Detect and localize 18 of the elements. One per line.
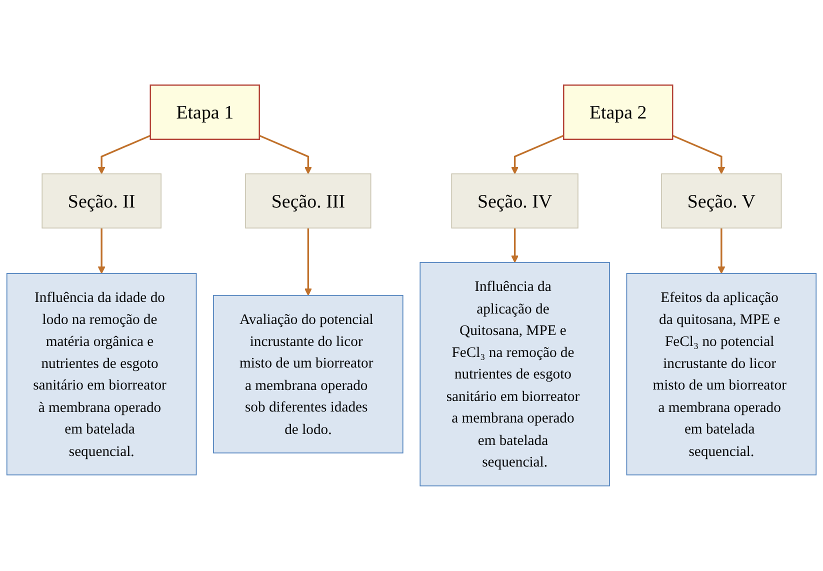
node-box: Etapa 2: [562, 84, 674, 140]
node-box: Etapa 1: [150, 84, 260, 140]
node-box: Seção. IV: [451, 173, 578, 228]
arrow: [98, 134, 151, 174]
arrow: [672, 134, 726, 174]
node-box: Seção. II: [42, 173, 162, 228]
node-box: Influência da aplicação de Quitosana, MPE e FeCl₃ na remoção de nutrientes de esgoto sanitário em biorreator a membrana operado em batelada sequencial.: [420, 262, 610, 486]
node-box: Influência da idade do lodo na remoção de matéria orgânica e nutrientes de esgoto sanitário em biorreator à membrana operado em batelada sequencial.: [6, 273, 197, 476]
node-box: Avaliação do potencial incrustante do licor misto de um biorreator a membrana operado sob diferentes idades de lodo.: [213, 294, 404, 454]
arrow: [718, 228, 726, 274]
node-box: Efeitos da aplicação da quitosana, MPE e FeCl₃ no potencial incrustante do licor misto de um biorreator a membrana operado em batelada sequencial.: [626, 273, 817, 476]
arrow: [259, 134, 312, 174]
arrow: [511, 228, 519, 263]
arrow: [304, 228, 312, 296]
arrow: [98, 228, 106, 274]
arrow: [511, 134, 564, 174]
node-box: Seção. V: [661, 173, 782, 228]
node-box: Seção. III: [245, 173, 372, 228]
